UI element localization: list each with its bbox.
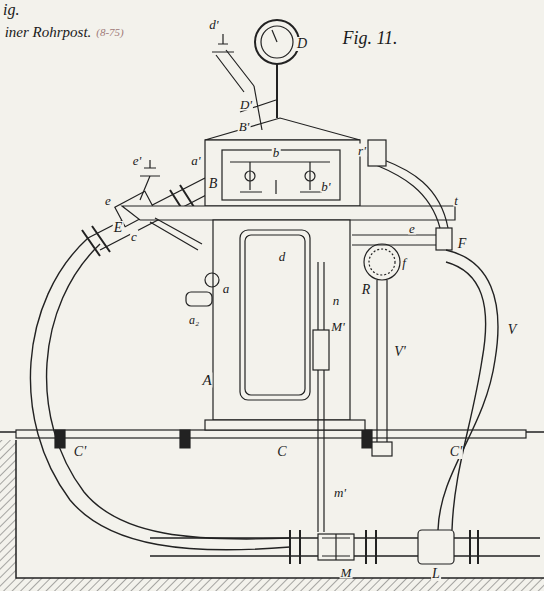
valve-l xyxy=(418,530,454,564)
part-letter: t xyxy=(453,194,459,207)
part-letter: a xyxy=(222,282,231,295)
valve-d-handle xyxy=(212,34,234,52)
part-letter: M' xyxy=(330,320,346,333)
part-letter: V xyxy=(507,323,518,337)
part-letter: C xyxy=(276,445,287,459)
valve-b xyxy=(305,171,315,181)
hose-v xyxy=(446,262,486,530)
part-letter: r' xyxy=(357,144,367,157)
valve-gear xyxy=(230,162,330,194)
gauge-needle xyxy=(272,30,277,42)
part-letter: C' xyxy=(449,445,463,459)
gear-r xyxy=(364,244,400,280)
door xyxy=(240,230,310,400)
upper-frame xyxy=(222,150,340,200)
part-letter: D' xyxy=(239,98,253,111)
part-letter: C' xyxy=(73,445,87,459)
part-letter: M xyxy=(340,566,353,579)
part-letter: d xyxy=(278,250,287,263)
door xyxy=(245,235,305,395)
floor-plate xyxy=(16,430,526,438)
pit-outline xyxy=(0,432,544,578)
hose-v xyxy=(438,250,498,530)
base-plate xyxy=(205,420,365,430)
ground-hatch xyxy=(0,440,16,591)
upper-box xyxy=(205,140,360,206)
knob-a2 xyxy=(186,292,212,306)
table-plate xyxy=(122,206,455,220)
part-letter: e xyxy=(408,222,416,235)
gauge-dial xyxy=(261,26,293,58)
rod-m xyxy=(318,262,324,532)
pipe-t xyxy=(376,160,448,228)
part-letter: m' xyxy=(333,486,347,499)
part-letter: B xyxy=(208,177,219,191)
part-letter: a' xyxy=(190,154,201,167)
gear-teeth xyxy=(369,249,395,275)
part-letter: e' xyxy=(132,154,143,167)
gauge-d xyxy=(255,20,299,64)
valve-f xyxy=(436,228,452,250)
part-letter: d' xyxy=(208,18,219,31)
part-letter: n xyxy=(332,294,341,307)
caption-text: Fig. 11. xyxy=(341,29,398,47)
part-letter: b xyxy=(272,146,281,159)
valve-r xyxy=(368,140,386,166)
valve-m xyxy=(318,534,354,560)
caption-text: (8-75) xyxy=(95,27,125,38)
gauge-stem xyxy=(276,64,278,118)
ground-hatch xyxy=(16,578,544,591)
part-letter: L xyxy=(431,567,441,581)
valve-e-handle xyxy=(140,160,160,200)
part-letter: R xyxy=(361,283,372,297)
part-letter: b' xyxy=(320,180,331,193)
rod-v xyxy=(377,280,387,445)
part-letter: A xyxy=(201,373,212,388)
cabinet-roof xyxy=(205,118,360,140)
rod-foot xyxy=(372,442,392,456)
part-letter: D xyxy=(296,37,308,51)
part-letter: f xyxy=(401,256,407,269)
caption-text: iner Rohrpost. xyxy=(4,25,93,40)
valve-d xyxy=(216,50,254,92)
caption-text: ig. xyxy=(2,2,20,18)
cabinet-body xyxy=(213,220,350,420)
part-letter: B' xyxy=(238,120,251,133)
part-letter: E xyxy=(113,221,124,235)
rod-sleeve xyxy=(313,330,329,370)
valve-b xyxy=(245,171,255,181)
part-letter: e xyxy=(104,194,112,207)
part-letter: F xyxy=(457,237,468,251)
pipe-flange xyxy=(290,530,478,564)
bracket-c xyxy=(150,218,202,250)
part-letter: c xyxy=(130,230,138,243)
part-letter: V' xyxy=(393,345,407,359)
valve-m xyxy=(322,534,350,560)
part-letter: a₂ xyxy=(188,314,200,326)
knob-a xyxy=(205,273,219,287)
shaft-e xyxy=(352,235,440,245)
